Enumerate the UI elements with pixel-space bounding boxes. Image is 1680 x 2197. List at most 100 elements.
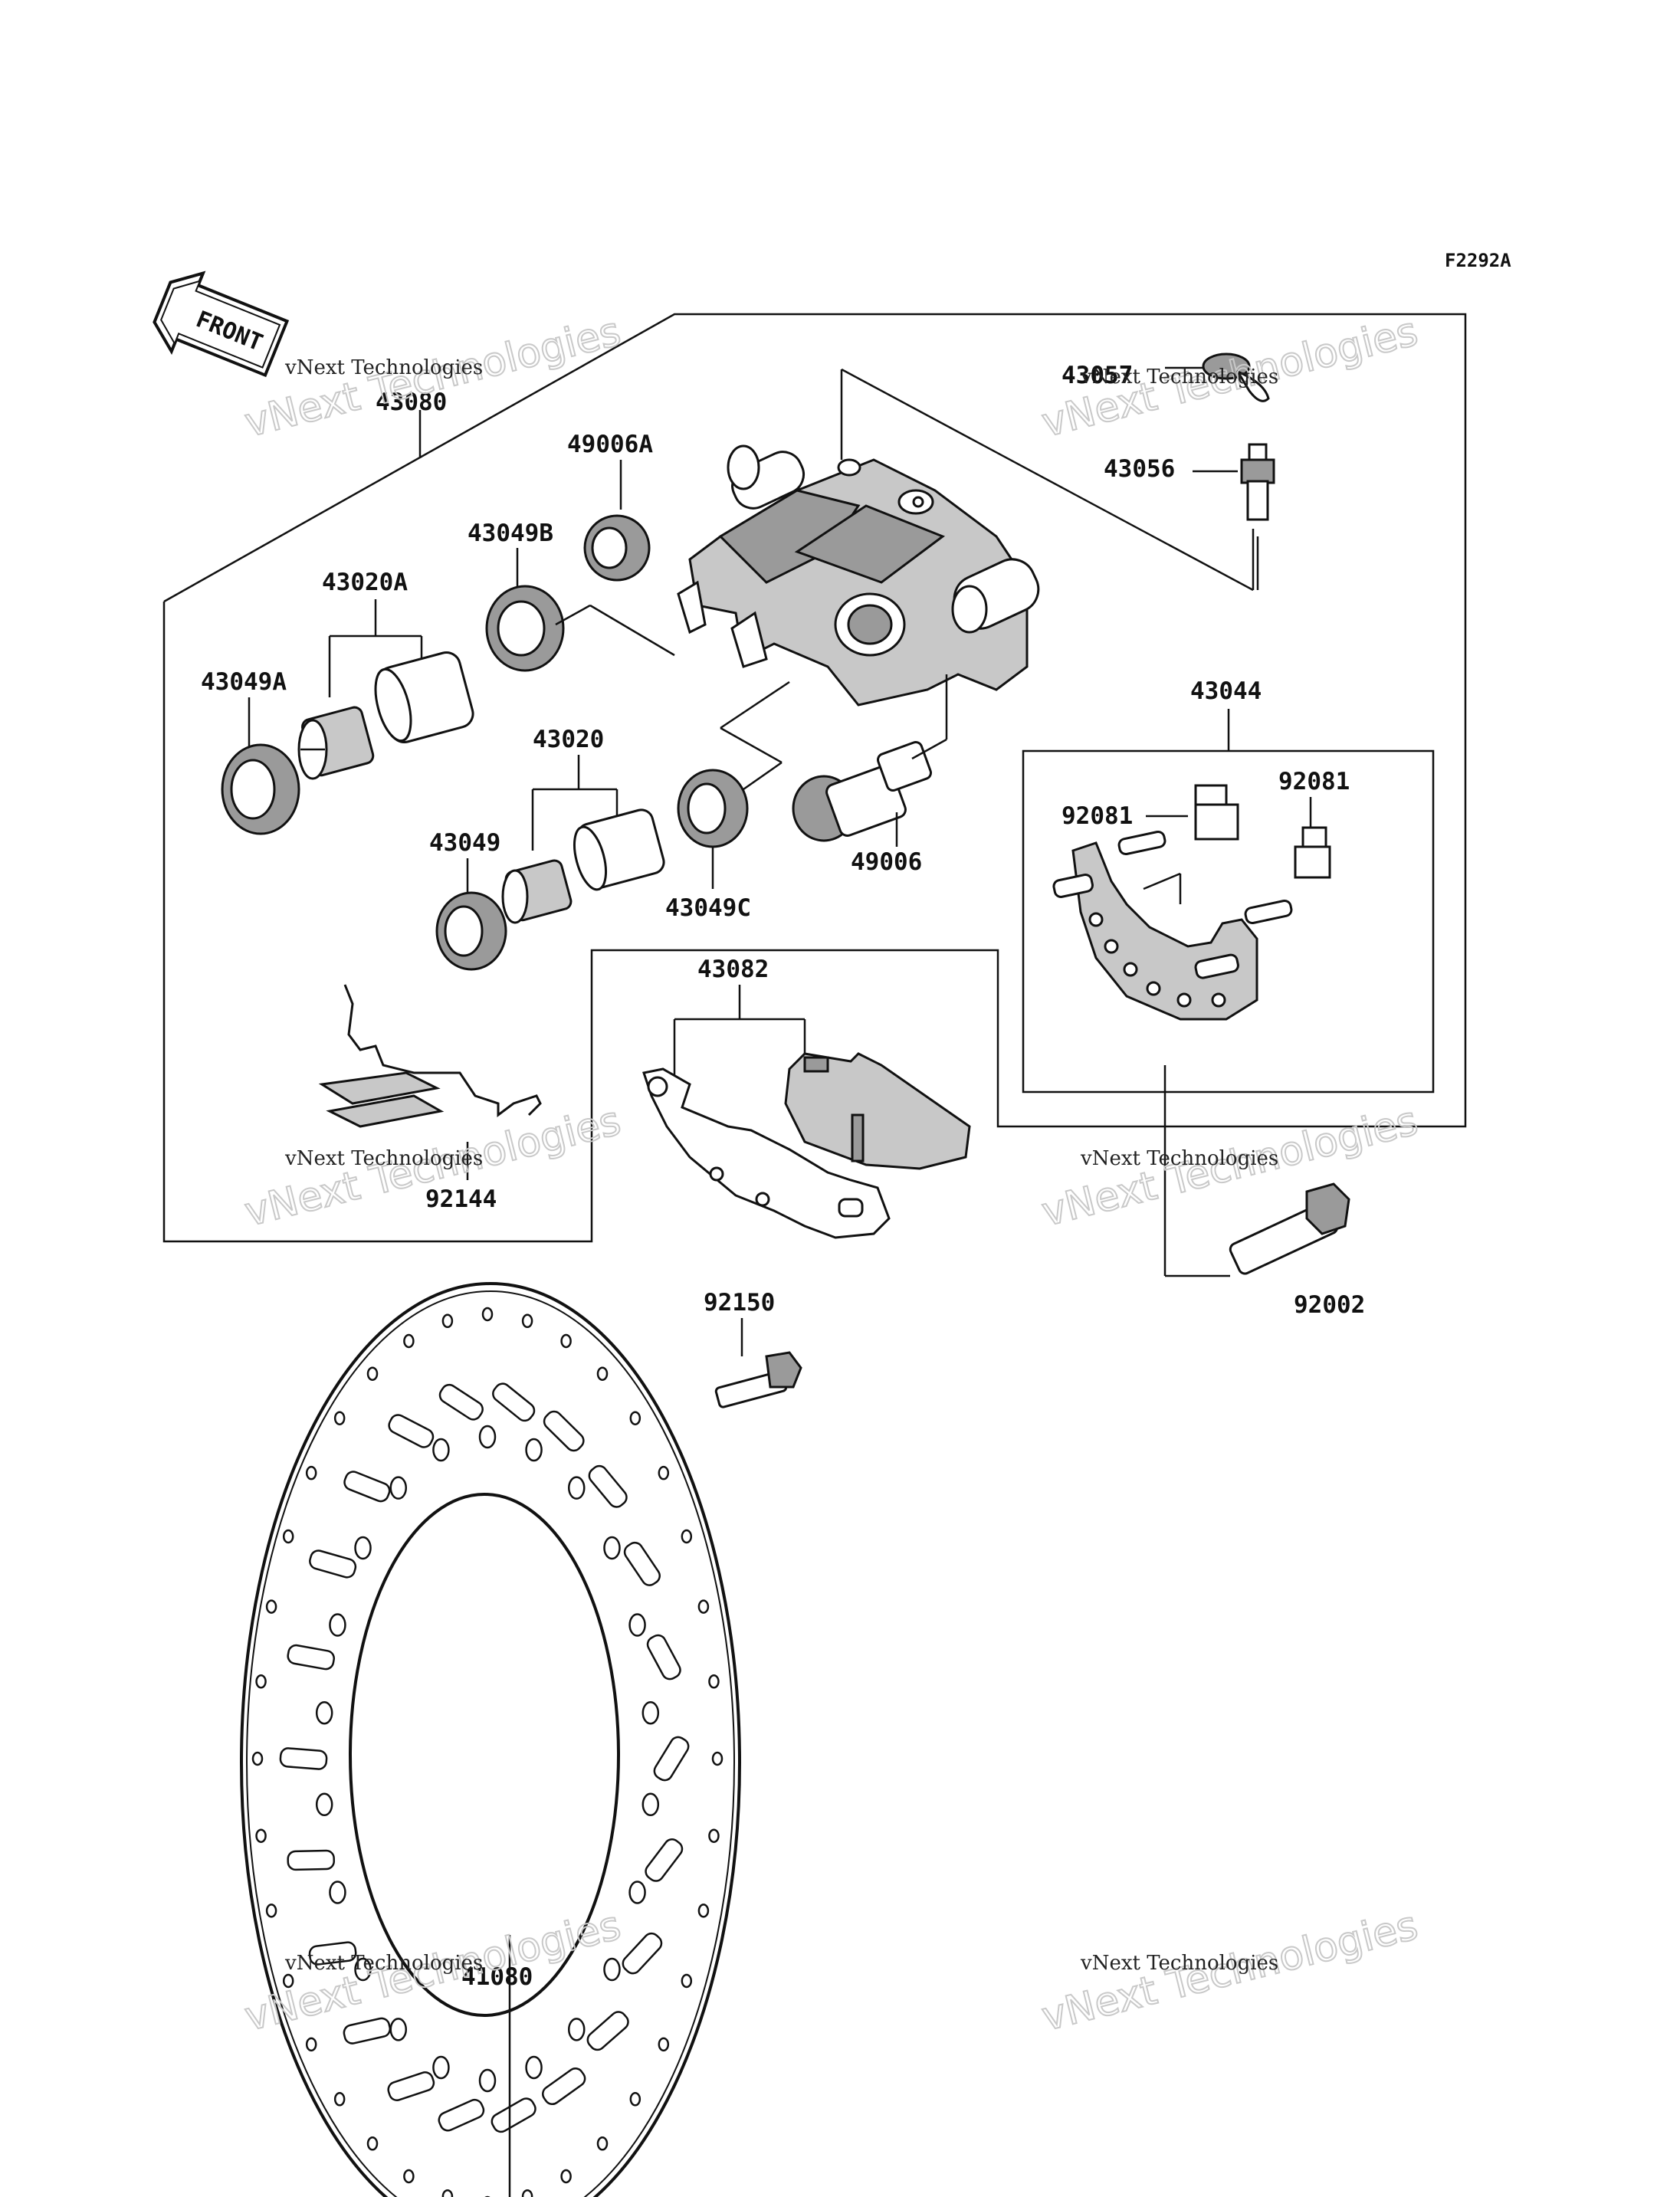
disc-hole [697, 1904, 710, 1918]
caliper-body [677, 368, 1255, 707]
disc-hole [658, 2037, 670, 2052]
disc-hole [403, 2169, 415, 2184]
disc-inner-hole [525, 1438, 543, 1462]
disc-hole [596, 1366, 609, 1381]
disc-inner-hole [567, 2018, 586, 2041]
watermark-2: vNext Technologies vNext Technologies [1037, 308, 1423, 448]
disc-inner-hole [389, 1476, 408, 1500]
disc-slot [623, 1541, 661, 1586]
disc-slot [438, 2098, 485, 2132]
disc-hole [282, 1529, 294, 1544]
label-92002: 92002 [1294, 1291, 1365, 1319]
disc-hole [305, 1465, 317, 1481]
disc-hole [441, 1313, 454, 1329]
disc-inner-hole [354, 1957, 372, 1982]
disc-slot [588, 1464, 628, 1508]
label-92081-a: 92081 [1061, 802, 1133, 830]
disc-hole [255, 1828, 267, 1843]
disc-hole [708, 1828, 720, 1843]
disc-slot [387, 2071, 435, 2101]
disc-slot [279, 1747, 328, 1770]
svg-text:vNext Technologies: vNext Technologies [1080, 366, 1278, 389]
label-43056: 43056 [1104, 455, 1175, 483]
label-43057: 43057 [1061, 362, 1133, 389]
disc-inner-hole [628, 1613, 646, 1637]
disc-hole [681, 1973, 693, 1989]
disc-inner-hole [315, 1792, 333, 1817]
disc-inner-hole [329, 1881, 346, 1904]
svg-text:vNext Technologies: vNext Technologies [1080, 1952, 1278, 1975]
seal-43049a [221, 697, 300, 835]
svg-text:vNext Technologies: vNext Technologies [1080, 1147, 1278, 1170]
disc-hole [711, 1751, 724, 1766]
disc-slot [308, 1941, 357, 1966]
pad-spring-92144 [318, 984, 542, 1180]
figure-code: F2292A [1445, 250, 1511, 271]
label-43082: 43082 [697, 956, 769, 983]
disc-slot [646, 1634, 681, 1681]
label-49006: 49006 [851, 848, 922, 876]
disc-slot [492, 1382, 536, 1422]
boot-49006a [583, 460, 651, 582]
disc-slot [287, 1644, 336, 1671]
caliper-assembly-outline [162, 313, 1467, 1243]
bleeder-valve [1193, 443, 1275, 590]
disc-hole [560, 2169, 572, 2184]
watermark-1: vNext Technologies vNext Technologies [240, 308, 626, 448]
label-43020a: 43020A [322, 569, 408, 596]
disc-slot-group [251, 1307, 724, 2197]
disc-inner-hole [603, 1957, 621, 1982]
label-43080: 43080 [376, 389, 447, 416]
disc-hole [265, 1904, 277, 1918]
disc-inner-hole [389, 2018, 408, 2041]
disc-slot [438, 1383, 484, 1421]
label-43049b: 43049B [468, 520, 553, 547]
disc-inner-hole [641, 1792, 660, 1817]
disc-hole [366, 1366, 379, 1381]
label-43020: 43020 [533, 726, 604, 753]
disc-hole [441, 2189, 454, 2197]
label-92144: 92144 [425, 1185, 497, 1213]
disc-hole [366, 2136, 379, 2151]
disc-hole [251, 1751, 264, 1766]
disc-inner-hole [432, 1438, 450, 1462]
disc-inner-hole [432, 2055, 450, 2080]
disc-slot [622, 1932, 663, 1975]
piston-43020 [501, 755, 665, 924]
svg-text:vNext Technologies: vNext Technologies [284, 356, 483, 379]
disc-inner-hole [478, 1425, 497, 1449]
pad-set-43082 [642, 985, 971, 1239]
label-43049a: 43049A [201, 668, 287, 696]
disc-hole [255, 1674, 267, 1689]
disc-hole [560, 1333, 572, 1349]
label-41080: 41080 [461, 1963, 533, 1991]
disc-slot [586, 2011, 629, 2051]
label-43044: 43044 [1190, 677, 1262, 705]
front-arrow-icon: FRONT [153, 271, 290, 378]
disc-hole [629, 1411, 641, 1425]
label-43049: 43049 [429, 829, 500, 857]
disc-inner-hole [329, 1613, 346, 1637]
disc-inner-hole [315, 1700, 333, 1725]
disc-inner-hole [478, 2068, 497, 2093]
seal-43049 [435, 858, 507, 971]
label-92150: 92150 [704, 1289, 775, 1317]
disc-inner-hole [354, 1536, 372, 1560]
label-49006a: 49006A [567, 431, 653, 458]
disc-hole [521, 1313, 533, 1329]
disc-inner-hole [628, 1881, 646, 1904]
disc-hole [521, 2189, 533, 2197]
disc-slot [542, 2067, 586, 2106]
disc-hole [403, 1333, 415, 1349]
disc-slot [287, 1849, 336, 1871]
watermark-6: vNext Technologies vNext Technologies [1037, 1902, 1423, 2041]
seal-43049c [677, 680, 790, 889]
disc-hole [629, 2092, 641, 2107]
disc-slot [343, 1471, 391, 1503]
disc-hole [265, 1599, 277, 1614]
disc-hole [596, 2136, 609, 2151]
watermark-4: vNext Technologies vNext Technologies [1037, 1097, 1423, 1237]
disc-slot [309, 1549, 357, 1579]
disc-inner-hole [603, 1536, 621, 1560]
